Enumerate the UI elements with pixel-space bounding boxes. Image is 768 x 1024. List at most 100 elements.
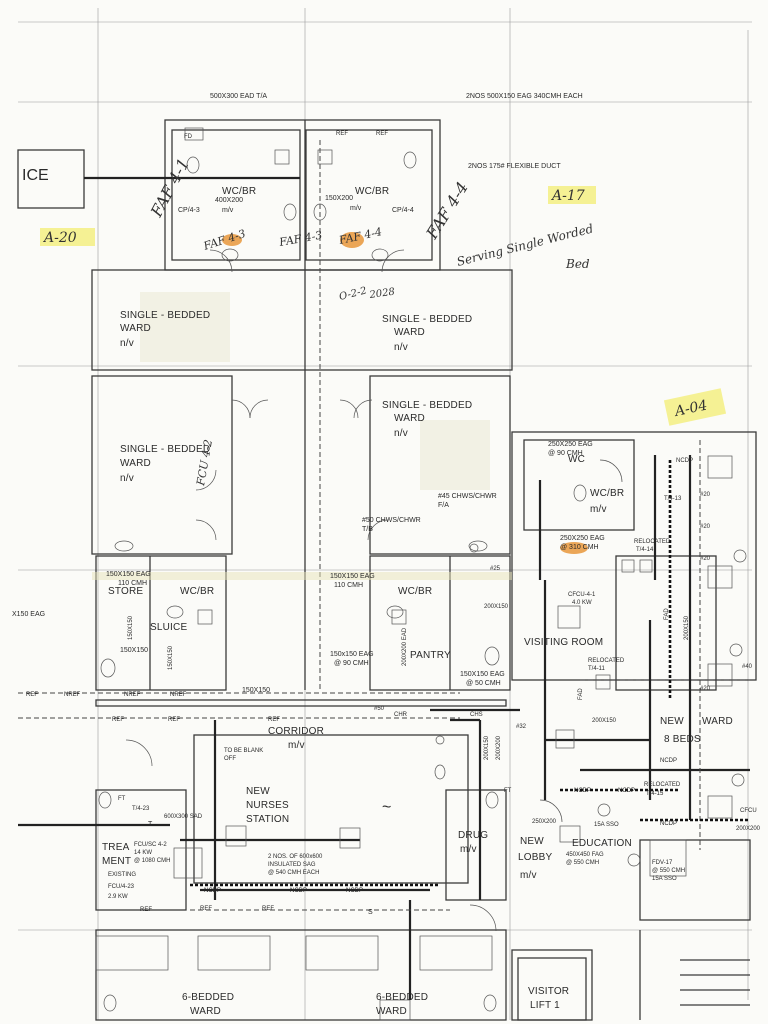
- dim-150-bottom: 150X150: [242, 687, 270, 694]
- chws-50-label-b: T/B: [362, 526, 373, 533]
- wcbr-mid-left-label: WC/BR: [180, 586, 214, 597]
- ward-1-label-c: n/v: [120, 338, 134, 349]
- handwritten-serving-2: Bed: [565, 257, 590, 271]
- ward-4-label-b: WARD: [394, 413, 425, 424]
- nref-mark-west: NREF: [64, 692, 81, 698]
- ward-4-label-c: n/v: [394, 428, 408, 439]
- fad-label: FAD: [578, 688, 584, 700]
- ward-3-label-b: WARD: [120, 458, 151, 469]
- ward-6-left-label-1: 6-BEDDED: [182, 992, 234, 1003]
- nref-mark-mid: NREF: [124, 692, 141, 698]
- ref-mark-south: REF: [200, 906, 212, 912]
- refrigerant-lines: [18, 140, 750, 911]
- door-swings: [125, 249, 623, 932]
- t-mark: T: [148, 821, 153, 828]
- sluice-label: SLUICE: [150, 622, 187, 633]
- wcbr-top-left-label: WC/BR: [222, 186, 256, 197]
- ref-mark-corridor-2: REF: [168, 717, 180, 723]
- lobby-label-1: NEW: [520, 836, 544, 847]
- visitor-lift-label-2: LIFT 1: [530, 1000, 560, 1011]
- drug-label: DRUG: [458, 830, 488, 841]
- tilde-mark: ~: [382, 799, 391, 816]
- eag-wc-2: @ 90 CMH: [548, 450, 583, 457]
- ward-1-label-b: WARD: [120, 323, 151, 334]
- relocated-2: RELOCATED: [588, 658, 625, 664]
- ncdp-mark-8: NCDP: [660, 821, 677, 827]
- sad-600-label: 600X300 SAD: [164, 814, 203, 820]
- fixtures: [95, 127, 747, 1021]
- nref-mark-mid-2: NREF: [170, 692, 187, 698]
- fag-450-1: 450X450 FAG: [566, 852, 604, 858]
- relocated-1: RELOCATED: [634, 539, 671, 545]
- ward-6-right-label-1: 6-BEDDED: [376, 992, 428, 1003]
- wcbr-top-right-label: WC/BR: [355, 186, 389, 197]
- eag-pantry-b1: 150X150 EAG: [460, 671, 505, 678]
- dim-150-sluice: 150X150: [120, 647, 148, 654]
- fdv-17-2: @ 550 CMH: [652, 868, 685, 874]
- num-20-a: #20: [700, 492, 711, 498]
- fdv-17-3: 15A SSO: [652, 876, 677, 882]
- chs-mark: CHS: [470, 712, 483, 718]
- pantry-label: PANTRY: [410, 650, 451, 661]
- visiting-room-label: VISITING ROOM: [524, 637, 603, 648]
- num-20-c: #20: [700, 556, 711, 562]
- cfcu-label: CFCU-4-1: [568, 592, 596, 598]
- ward-2-label-c: n/v: [394, 342, 408, 353]
- ncdp-mark-5: NCDP: [618, 788, 635, 794]
- new-ward-label-2: WARD: [702, 716, 733, 727]
- ward-2-label: SINGLE - BEDDED: [382, 314, 472, 325]
- wcbr-top-right-mv: m/v: [350, 205, 362, 212]
- wcbr-mid-right-label: WC/BR: [398, 586, 432, 597]
- new-ward-label-3: 8 BEDS: [664, 734, 701, 745]
- fag-450-2: @ 550 CMH: [566, 860, 599, 866]
- ward-3-label-c: n/v: [120, 473, 134, 484]
- lobby-mv: m/v: [520, 870, 537, 881]
- condensate-lines: [190, 460, 750, 887]
- fad-label-2: FAD: [664, 608, 670, 620]
- visitor-lift-label-1: VISITOR: [528, 986, 569, 997]
- cfcu-right-label: CFCU: [740, 808, 757, 814]
- eag-br-1: 250X250 EAG: [560, 535, 605, 542]
- ncdp-mark-2: NCDP: [290, 888, 307, 894]
- eag-mid-1: 150X150 EAG: [330, 573, 375, 580]
- dim-150-vert: 150X150: [128, 615, 134, 640]
- wc-east-label: WC: [568, 454, 585, 465]
- eag-pantry-b2: @ 50 CMH: [466, 680, 501, 687]
- handwritten-a04: A-04: [672, 397, 709, 420]
- relocated-3: RELOCATED: [644, 782, 681, 788]
- eag-mid-2: 110 CMH: [334, 582, 363, 589]
- ref-mark-corridor: REF: [112, 717, 124, 723]
- num-20-d: #20: [700, 686, 711, 692]
- eag-br-2: @ 310 CMH: [560, 544, 599, 551]
- handwritten-scribble-1: O-2-2: [338, 285, 368, 302]
- corridor-label: CORRIDOR: [268, 726, 324, 737]
- ref-mark-corridor-3: REF: [268, 717, 280, 723]
- t423-label: T/4-23: [132, 806, 150, 812]
- sad-note-1: 2 NOS. OF 600x600: [268, 854, 323, 860]
- t413-label: T/4-13: [664, 496, 682, 502]
- ncdp-mark-1: NCDP: [204, 888, 221, 894]
- duct-200-label-b: 200X150: [684, 615, 690, 640]
- ward-6-left-label-2: WARD: [190, 1006, 221, 1017]
- ncdp-mark-7: NCDP: [660, 758, 677, 764]
- ward-6-right-label-2: WARD: [376, 1006, 407, 1017]
- treatment-label-1: TREA: [102, 842, 130, 853]
- store-label: STORE: [108, 586, 143, 597]
- ref-mark-south-3: REF: [140, 907, 152, 913]
- wcbr-east-label: WC/BR: [590, 488, 624, 499]
- eag-pantry-2: @ 90 CMH: [334, 660, 369, 667]
- eag-left-wc-1: 150X150 EAG: [106, 571, 151, 578]
- ward-4-label: SINGLE - BEDDED: [382, 400, 472, 411]
- relocated-3b: T/4-15: [646, 791, 664, 797]
- dim-200x200-right: 200X200: [736, 826, 761, 832]
- num-50-label: #50: [374, 706, 385, 712]
- chws-45-label: #45 CHWS/CHWR: [438, 493, 497, 500]
- num-32-label: #32: [516, 724, 527, 730]
- s-mark: S: [368, 909, 373, 916]
- new-ward-label-1: NEW: [660, 716, 684, 727]
- sad-note-3: @ 540 CMH EACH: [268, 870, 319, 876]
- ft-mark: FT: [118, 796, 126, 802]
- fdv-17-1: FDV-17: [652, 860, 673, 866]
- fcu-sc-2: 14 KW: [134, 850, 152, 856]
